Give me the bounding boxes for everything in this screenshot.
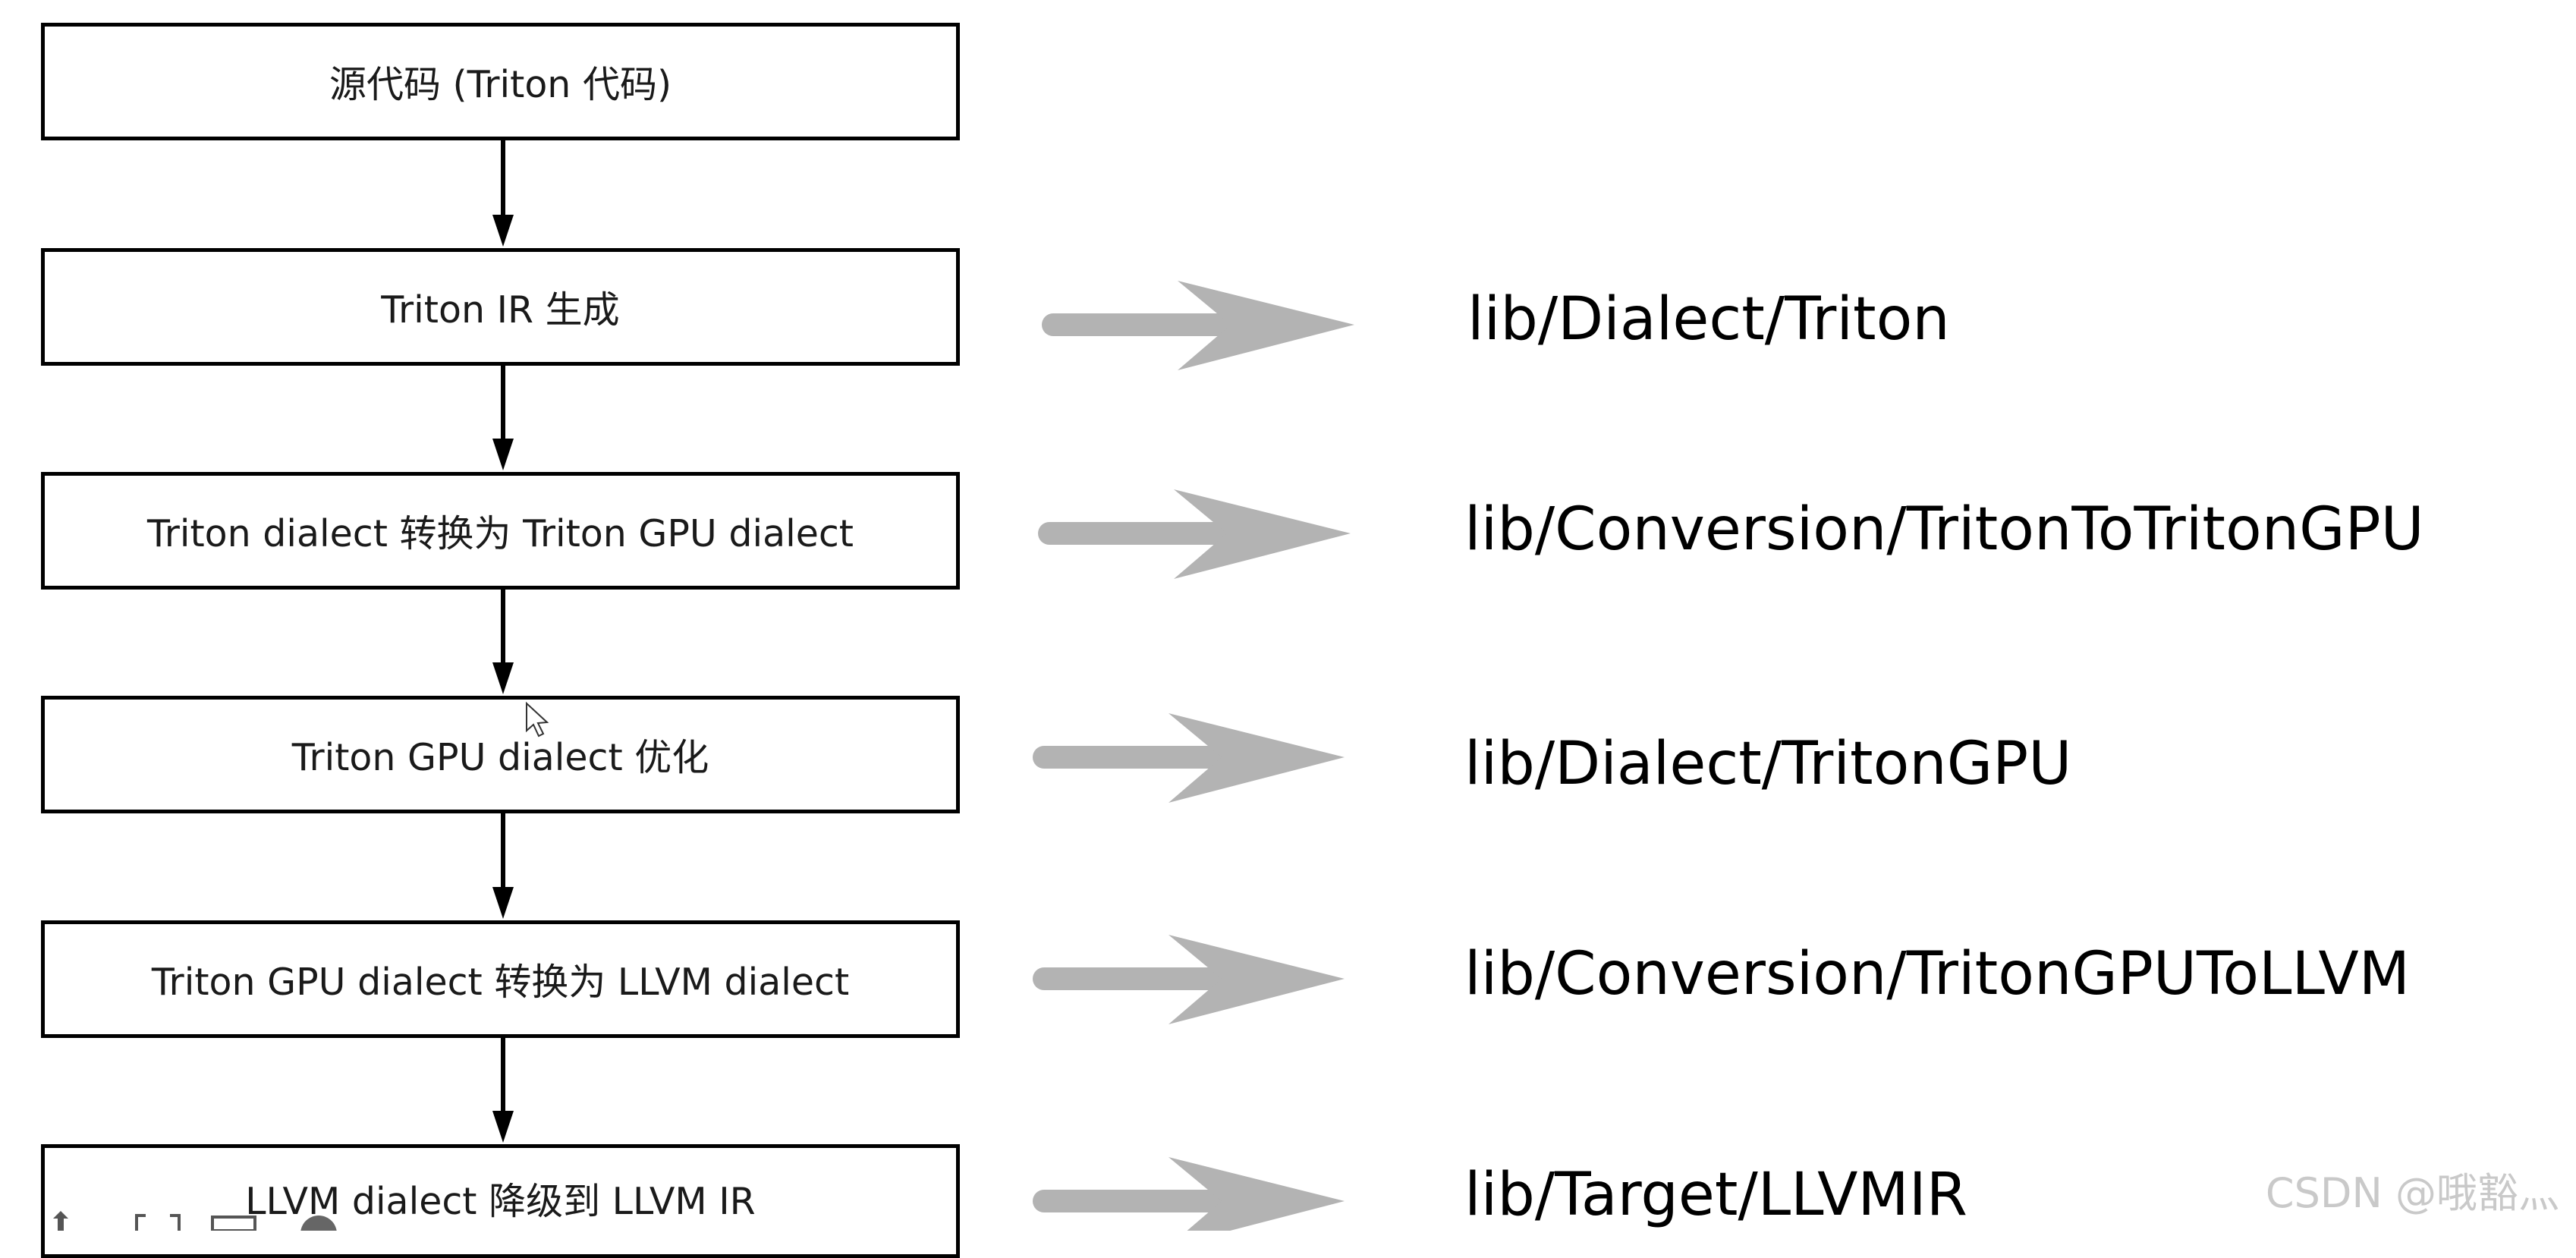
- path-label-dialect-triton: lib/Dialect/Triton: [1467, 285, 1950, 354]
- flow-arrow-4: [492, 813, 514, 919]
- step-box-gpu-optimize: Triton GPU dialect 优化: [41, 696, 960, 813]
- step-label-triton-ir: Triton IR 生成: [381, 288, 620, 332]
- flow-arrow-5: [492, 1038, 514, 1143]
- path-label-target-llvmir: lib/Target/LLVMIR: [1464, 1161, 1967, 1229]
- watermark-text: CSDN @哦豁灬: [2265, 1169, 2559, 1217]
- path-label-conversion-triton-to-tritongpu: lib/Conversion/TritonToTritonGPU: [1464, 495, 2424, 564]
- step-label-gpu-to-llvm: Triton GPU dialect 转换为 LLVM dialect: [151, 961, 850, 1004]
- step-label-source-code: 源代码 (Triton 代码): [329, 63, 672, 106]
- fullscreen-bracket-icon[interactable]: [135, 1214, 181, 1231]
- up-arrow-icon[interactable]: [53, 1211, 68, 1231]
- side-arrow-1: [1042, 281, 1354, 370]
- arrow-layer: [492, 140, 1354, 1231]
- diagram-canvas: 源代码 (Triton 代码) Triton IR 生成 Triton dial…: [30, 23, 2559, 1258]
- side-arrow-2: [1038, 489, 1351, 579]
- monitor-icon[interactable]: [211, 1216, 256, 1231]
- side-arrow-3: [1033, 713, 1345, 803]
- step-box-triton-ir: Triton IR 生成: [41, 248, 960, 366]
- side-arrow-4: [1033, 935, 1345, 1024]
- step-box-source-code: 源代码 (Triton 代码): [41, 23, 960, 140]
- flow-arrow-3: [492, 590, 514, 694]
- step-box-triton-to-gpu: Triton dialect 转换为 Triton GPU dialect: [41, 472, 960, 590]
- step-box-llvm-ir: LLVM dialect 降级到 LLVM IR: [41, 1144, 960, 1258]
- side-arrow-5: [1033, 1157, 1345, 1231]
- step-label-gpu-optimize: Triton GPU dialect 优化: [291, 736, 709, 779]
- flow-arrow-2: [492, 366, 514, 470]
- flow-arrow-1: [492, 140, 514, 247]
- viewer-toolbar: [30, 1211, 425, 1231]
- path-label-conversion-tritongpu-to-llvm: lib/Conversion/TritonGPUToLLVM: [1464, 940, 2411, 1008]
- path-label-dialect-tritongpu: lib/Dialect/TritonGPU: [1464, 730, 2072, 798]
- circle-icon[interactable]: [300, 1216, 337, 1231]
- step-label-llvm-ir: LLVM dialect 降级到 LLVM IR: [245, 1179, 756, 1223]
- step-label-triton-to-gpu: Triton dialect 转换为 Triton GPU dialect: [146, 512, 854, 555]
- step-box-gpu-to-llvm: Triton GPU dialect 转换为 LLVM dialect: [41, 920, 960, 1038]
